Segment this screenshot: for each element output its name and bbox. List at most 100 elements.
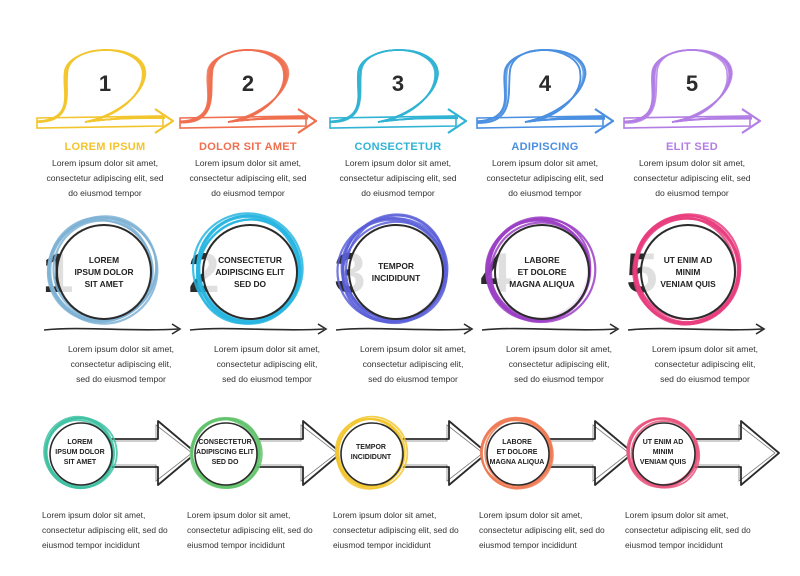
step-number: 1 <box>99 71 111 96</box>
circle-fill <box>190 418 260 488</box>
step-description-line: Lorem ipsum dolor sit amet, <box>187 510 291 520</box>
loop-arrow-4: 4 <box>476 49 615 134</box>
step-description: Lorem ipsum dolor sit amet,consectetur a… <box>617 156 767 201</box>
inner-ring <box>486 422 550 486</box>
circle-label-line: LOREM <box>88 255 120 265</box>
step-description-line: Lorem ipsum dolor sit amet, <box>67 344 175 354</box>
arrow-step-2 <box>189 417 342 489</box>
step-number: 2 <box>242 71 254 96</box>
step-title-line: LOREM IPSUM <box>64 141 146 153</box>
loop-stroke <box>36 49 166 123</box>
step-title-line: CONSECTETUR <box>354 141 442 153</box>
arrowhead-icon <box>317 323 328 335</box>
arrow-band <box>36 115 164 129</box>
step-description-line: consectetur adipiscing elit, <box>70 359 172 369</box>
inner-ring <box>340 422 404 486</box>
step-title: ADIPISCING <box>470 141 620 153</box>
inner-ring <box>348 224 444 320</box>
step-description-line: consectetur adipiscing elit, <box>362 359 464 369</box>
step-description-line: eiusmod tempor incididunt <box>187 540 285 550</box>
circle-fill <box>482 418 552 488</box>
step-description-line: Lorem ipsum dolor sit amet, <box>194 158 302 168</box>
step-description: Lorem ipsum dolor sit amet,consectetur a… <box>470 156 620 201</box>
circle-label-line: INCIDIDUNT <box>371 273 421 283</box>
arrowhead-icon <box>171 323 182 335</box>
step-description-line: do eiusmod tempor <box>655 188 729 198</box>
loop-stroke <box>329 49 459 123</box>
step-description-line: consectetur adipiscing elit, sed <box>339 173 457 183</box>
circle-step-4: 4 <box>480 216 620 335</box>
step-description-line: consectetur adipiscing elit, sed do <box>625 525 751 535</box>
inner-ring <box>632 422 696 486</box>
step-description: Lorem ipsum dolor sit amet,consectetur a… <box>490 342 628 387</box>
inner-ring <box>494 224 590 320</box>
loop-arrow-5: 5 <box>623 49 762 134</box>
step-number: 3 <box>392 71 404 96</box>
inner-ring <box>49 422 113 486</box>
step-description-line: consectetur adipiscing elit, <box>654 359 756 369</box>
step-description: Lorem ipsum dolor sit amet,consectetur a… <box>323 156 473 201</box>
step-description-line: do eiusmod tempor <box>508 188 582 198</box>
circle-label-line: MAGNA ALIQUA <box>509 279 575 289</box>
arrow-outline-icon <box>683 420 780 486</box>
step-description-line: Lorem ipsum dolor sit amet, <box>651 344 759 354</box>
circle-fill <box>336 418 406 488</box>
step-description: Lorem ipsum dolor sit amet,consectetur a… <box>187 508 329 553</box>
step-title: ELIT SED <box>617 141 767 153</box>
baseline-arrow <box>335 327 471 331</box>
step-description: Lorem ipsum dolor sit amet,consectetur a… <box>173 156 323 201</box>
circle-fill <box>45 418 115 488</box>
step-description-line: consectetur adipiscing elit, <box>216 359 318 369</box>
step-description: Lorem ipsum dolor sit amet,consectetur a… <box>625 508 767 553</box>
arrow-step-5 <box>626 417 780 489</box>
step-description-line: Lorem ipsum dolor sit amet, <box>638 158 746 168</box>
step-description-line: do eiusmod tempor <box>361 188 435 198</box>
inner-ring <box>56 224 152 320</box>
circle-label-line: ET DOLORE <box>517 267 567 277</box>
baseline-arrow <box>627 327 763 331</box>
loop-stroke <box>623 49 753 123</box>
circle-label-line: SED DO <box>233 279 267 289</box>
step-description-line: consectetur adipiscing elit, sed do <box>42 525 168 535</box>
arrow-band <box>476 115 604 129</box>
step-description-line: do eiusmod tempor <box>211 188 285 198</box>
step-description-line: sed do eiusmod tempor <box>76 374 166 384</box>
step-title-line: DOLOR SIT AMET <box>199 141 297 153</box>
loop-stroke <box>179 49 309 123</box>
circle-label-line: ET DOLORE <box>496 449 538 456</box>
circle-scribble <box>633 213 742 324</box>
circle-label-line: MINIM <box>652 449 674 456</box>
arrowhead-icon <box>755 323 766 335</box>
step-description-line: do eiusmod tempor <box>68 188 142 198</box>
step-description: Lorem ipsum dolor sit amet,consectetur a… <box>479 508 621 553</box>
step-description: Lorem ipsum dolor sit amet,consectetur a… <box>42 508 184 553</box>
baseline-arrow <box>189 327 325 331</box>
step-description-line: consectetur adipiscing elit, <box>508 359 610 369</box>
circle-scribble <box>481 418 552 489</box>
step-description: Lorem ipsum dolor sit amet,consectetur a… <box>333 508 475 553</box>
step-description-line: consectetur adipiscing elit, sed <box>486 173 604 183</box>
arrowhead-icon <box>447 108 468 134</box>
step-title: CONSECTETUR <box>323 141 473 153</box>
arrowhead-icon <box>154 108 175 134</box>
step-description: Lorem ipsum dolor sit amet, consectetur a… <box>198 342 336 387</box>
step-description: Lorem ipsum dolor sit amet,consectetur a… <box>30 156 180 201</box>
arrowhead-icon <box>609 323 620 335</box>
step-description-line: Lorem ipsum dolor sit amet, <box>213 344 321 354</box>
step-description-line: sed do eiusmod tempor <box>368 374 458 384</box>
step-description-line: Lorem ipsum dolor sit amet, <box>359 344 467 354</box>
circle-label-line: LOREM <box>67 439 93 446</box>
circle-label-line: VENIAM QUIS <box>639 459 687 466</box>
loop-stroke <box>476 49 606 123</box>
circle-label-line: IPSUM DOLOR <box>55 449 105 456</box>
